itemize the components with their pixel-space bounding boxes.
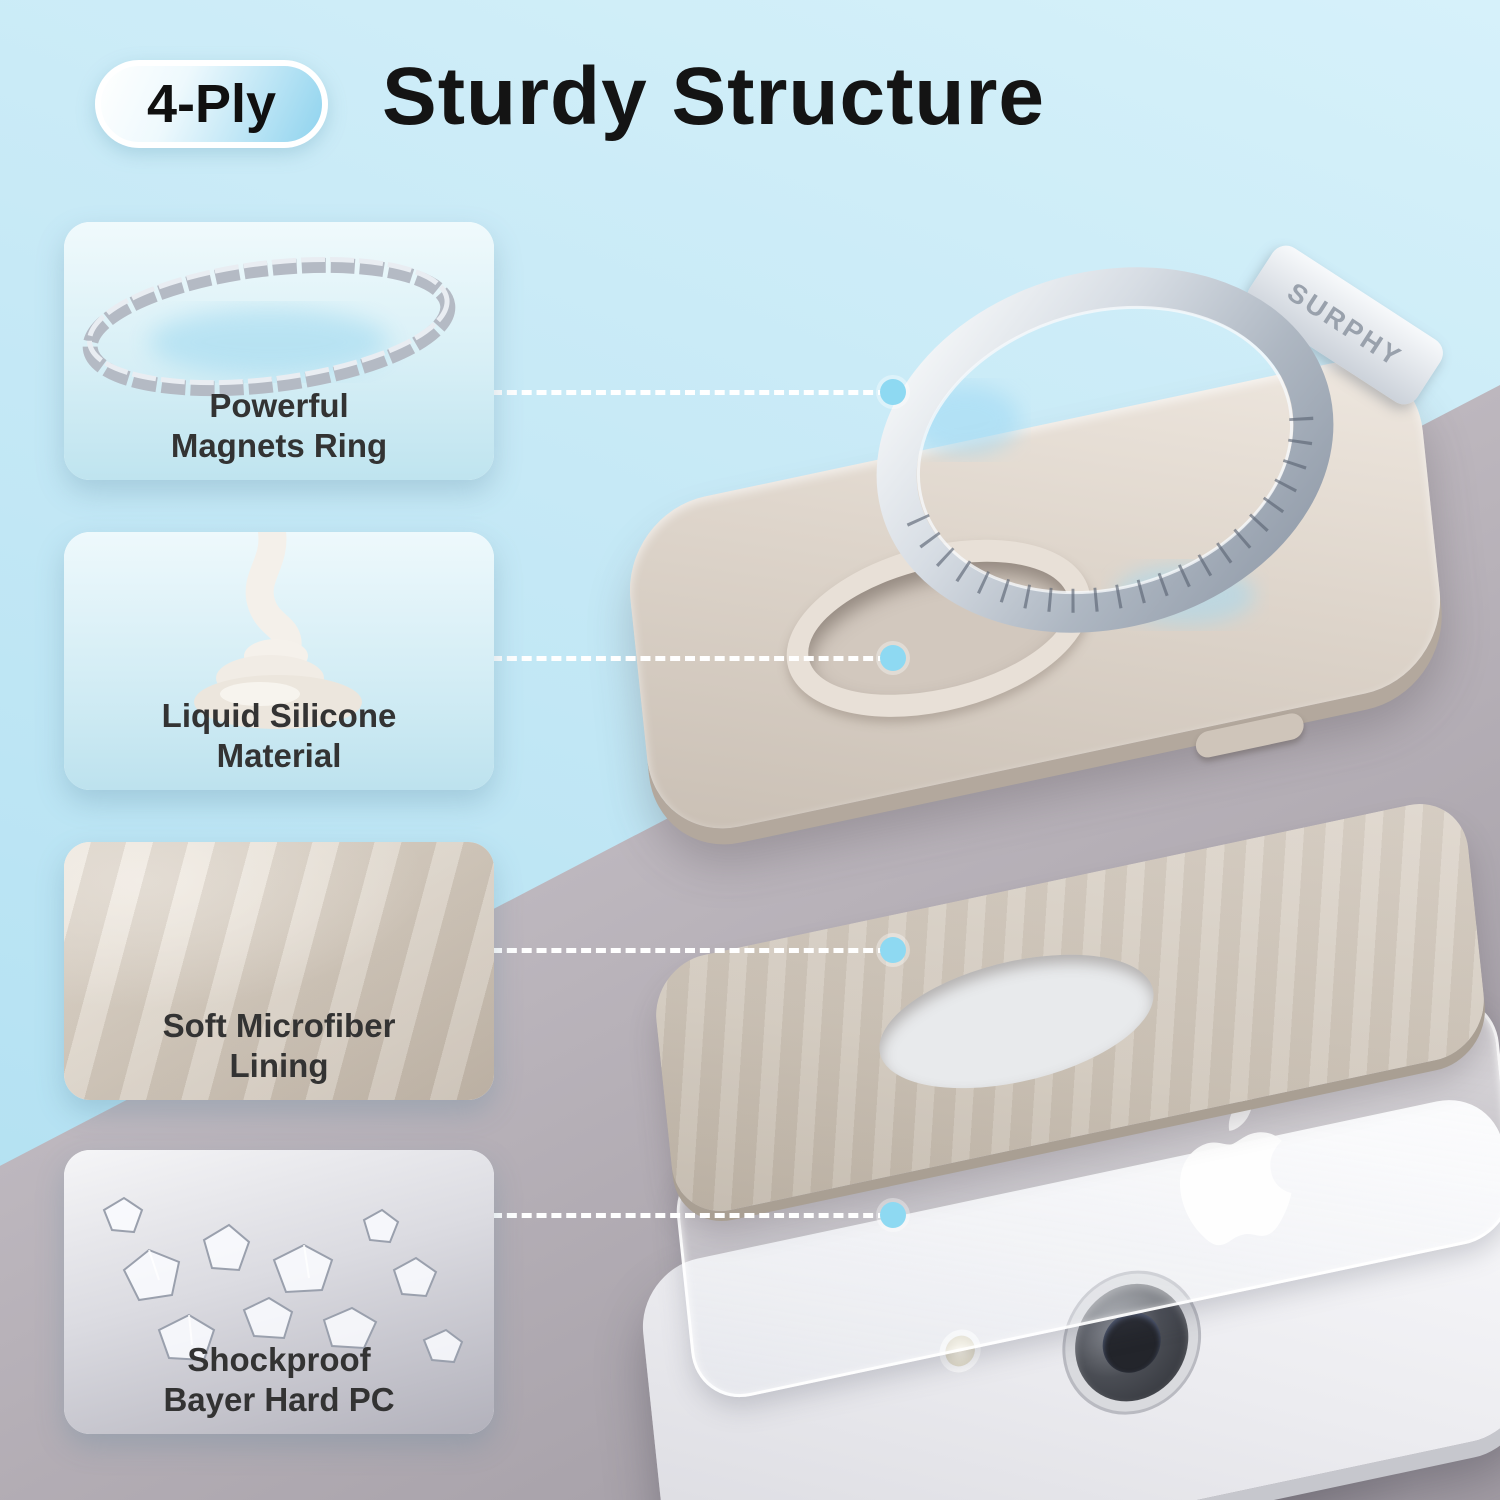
feature-label-line1: Soft Microfiber (162, 1006, 396, 1044)
microfiber-camera-hole (873, 932, 1160, 1111)
feature-label: Powerful Magnets Ring (64, 386, 494, 467)
feature-label-line2: Lining (229, 1046, 329, 1084)
feature-label-line2: Magnets Ring (170, 426, 388, 464)
feature-card-liquid-silicone: Liquid Silicone Material (64, 532, 494, 790)
connector-dot-microfiber (880, 937, 906, 963)
liquid-silicone-image (64, 532, 494, 790)
feature-label-line2: Bayer Hard PC (163, 1380, 395, 1418)
connector-line-hardpc (492, 1213, 888, 1218)
feature-label-line2: Material (216, 736, 342, 774)
connector-dot-silicone (880, 645, 906, 671)
magnets-ring-image (64, 222, 494, 480)
microfiber-image (64, 842, 494, 1100)
crystals-image (64, 1150, 494, 1434)
hard-pc-layer (671, 987, 1500, 1408)
page-title: Sturdy Structure (382, 51, 1045, 142)
feature-label-line1: Powerful (209, 386, 349, 424)
feature-card-magnets-ring: Powerful Magnets Ring (64, 222, 494, 480)
connector-line-magnets (492, 390, 888, 395)
magsafe-ring-image (876, 267, 1334, 633)
feature-label: Soft Microfiber Lining (64, 1006, 494, 1087)
feature-label-line1: Shockproof (187, 1340, 371, 1378)
feature-card-microfiber: Soft Microfiber Lining (64, 842, 494, 1100)
connector-dot-hardpc (880, 1202, 906, 1228)
feature-label-line1: Liquid Silicone (161, 696, 397, 734)
feature-label: Shockproof Bayer Hard PC (64, 1340, 494, 1421)
connector-dot-magnets (880, 379, 906, 405)
ply-badge: 4-Ply (95, 60, 329, 148)
feature-card-hard-pc: Shockproof Bayer Hard PC (64, 1150, 494, 1434)
connector-line-microfiber (492, 948, 888, 953)
connector-line-silicone (492, 656, 888, 661)
feature-label: Liquid Silicone Material (64, 696, 494, 777)
apple-logo-icon (1180, 1094, 1292, 1246)
